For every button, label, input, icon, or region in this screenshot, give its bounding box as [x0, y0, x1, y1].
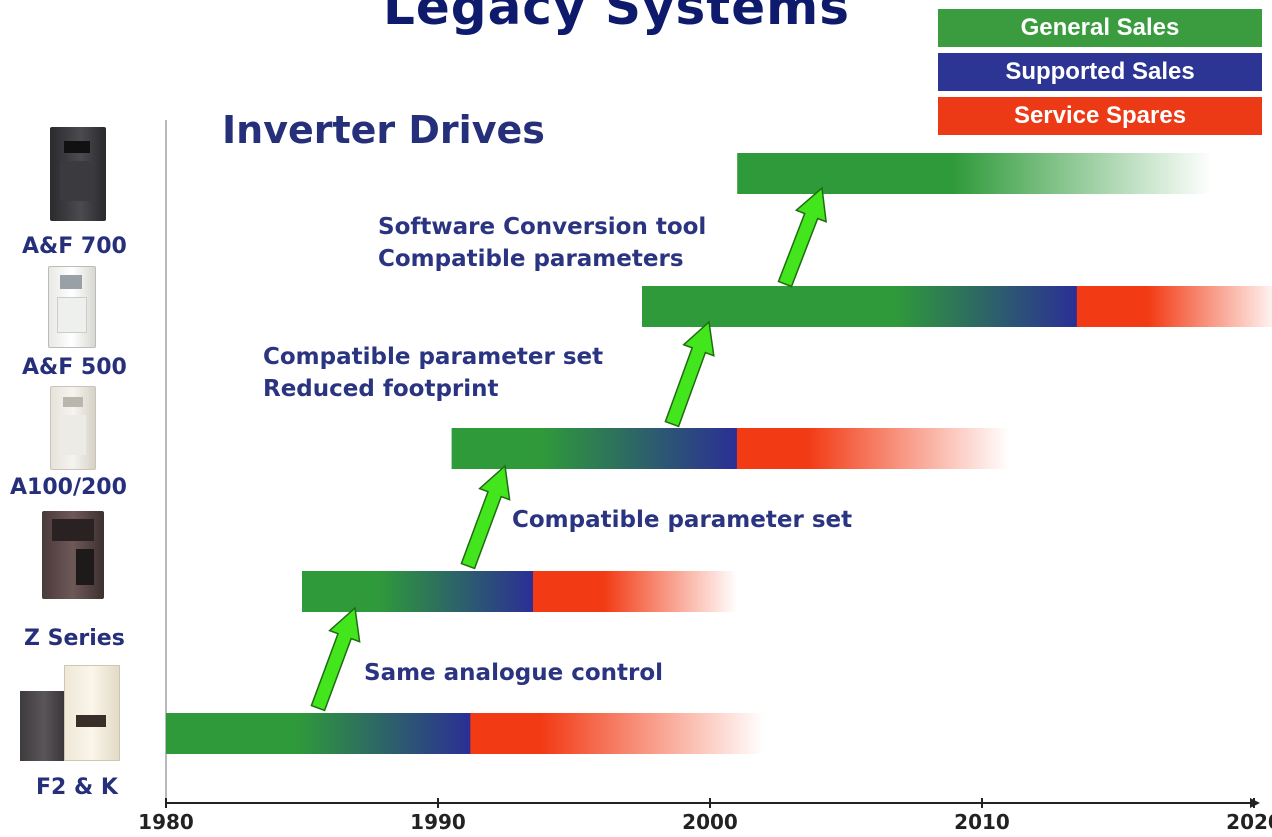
annotation-software-conversion: Software Conversion tool Compatible para… [378, 211, 706, 275]
annotation-same-analogue-control: Same analogue control [364, 657, 663, 689]
legend-label: General Sales [1020, 14, 1180, 41]
legend-label: Supported Sales [1005, 58, 1195, 85]
product-label-a700: A&F 700 [22, 234, 127, 259]
annotation-line: Compatible parameter set [512, 507, 853, 533]
product-label-a100: A100/200 [10, 475, 127, 500]
annotation-line: Compatible parameters [378, 246, 684, 272]
lifecycle-bar-a-f-500 [642, 286, 1272, 327]
inverter-a700-icon [50, 127, 106, 221]
annotation-reduced-footprint: Compatible parameter set Reduced footpri… [263, 341, 603, 405]
inverter-a100-icon [50, 386, 96, 470]
inverter-a500-icon [48, 266, 96, 348]
upgrade-arrow-icon [460, 464, 511, 570]
x-tick-label: 2000 [682, 810, 738, 834]
lifecycle-bar-a100-200 [451, 428, 1010, 469]
lifecycle-bar-f2-k [166, 713, 765, 754]
inverter-z-icon [42, 511, 104, 599]
x-tick-label: 1990 [410, 810, 466, 834]
legend-service-spares: Service Spares [938, 97, 1262, 135]
chart-subtitle: Inverter Drives [222, 108, 545, 152]
annotation-line: Software Conversion tool [378, 214, 707, 240]
legend-supported-sales: Supported Sales [938, 53, 1262, 91]
lifecycle-bar-z-series [302, 571, 738, 612]
x-tick-label: 2010 [954, 810, 1010, 834]
lifecycle-bar-a-f-700 [737, 153, 1213, 194]
chart-title: Legacy Systems [383, 0, 850, 36]
annotation-line: Reduced footprint [263, 376, 499, 402]
product-label-a500: A&F 500 [22, 355, 127, 380]
x-tick-label: 1980 [138, 810, 194, 834]
product-label-z-series: Z Series [24, 626, 125, 651]
upgrade-arrow-icon [310, 606, 361, 712]
x-tick-label: 2020 [1226, 810, 1272, 834]
inverter-f2k-icon [20, 665, 120, 765]
legend-general-sales: General Sales [938, 9, 1262, 47]
legend-label: Service Spares [1013, 102, 1187, 129]
annotation-compatible-parameter-set: Compatible parameter set [512, 504, 852, 536]
product-label-f2k: F2 & K [36, 775, 118, 800]
upgrade-arrow-icon [777, 186, 827, 288]
annotation-line: Same analogue control [364, 660, 664, 686]
annotation-line: Compatible parameter set [263, 344, 604, 370]
upgrade-arrow-icon [664, 320, 715, 428]
